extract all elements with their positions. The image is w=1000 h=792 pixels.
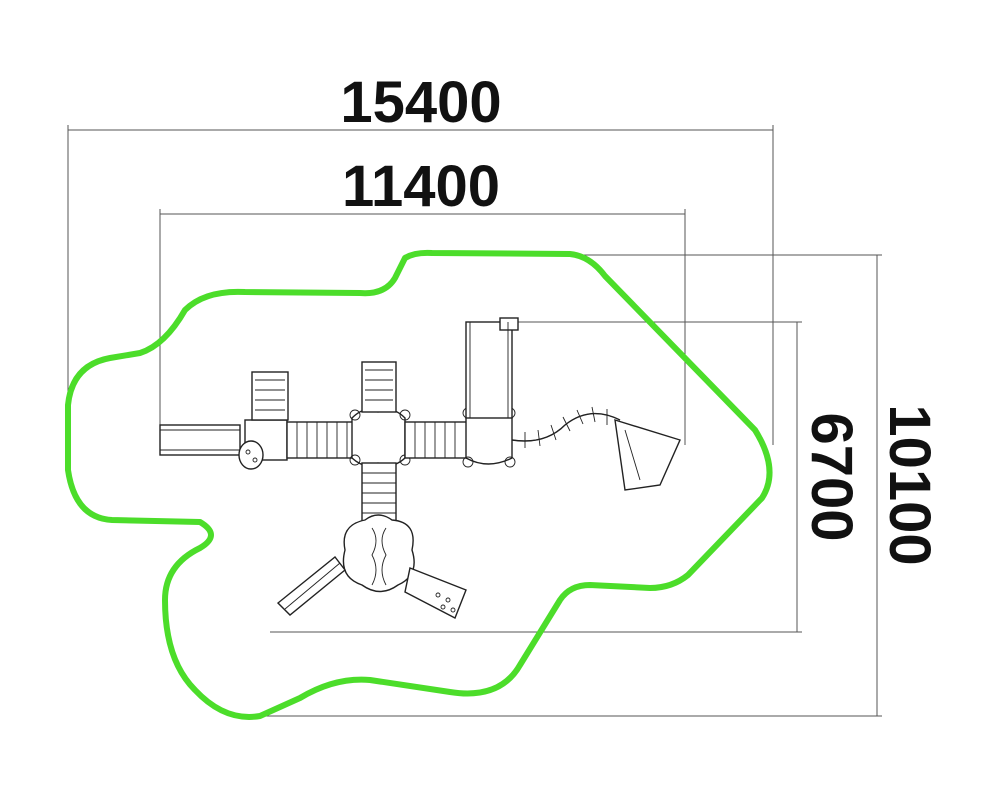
safety-zone-outline xyxy=(65,249,773,720)
center-tower xyxy=(351,408,406,467)
left-slide xyxy=(159,424,241,456)
overall-depth-label: 10100 xyxy=(877,404,942,565)
bottom-right-climber xyxy=(404,567,467,619)
slide-exit xyxy=(614,419,681,491)
left-ladder-rungs xyxy=(255,379,285,411)
bottom-ladder xyxy=(361,462,397,522)
dim-overall-depth: 10100 xyxy=(250,254,942,717)
bottom-platform xyxy=(342,514,415,593)
overall-width-label: 15400 xyxy=(340,70,501,135)
center-ladder-rungs xyxy=(365,369,393,401)
tube-slide-rings xyxy=(524,406,608,448)
roof-post-frame xyxy=(465,321,513,419)
bottom-ladder-rungs xyxy=(362,472,396,514)
right-bridge xyxy=(404,421,468,459)
tube-slide xyxy=(511,412,621,442)
dim-structure-depth: 6700 xyxy=(270,321,864,633)
dim-structure-width: 11400 xyxy=(159,154,686,445)
structure-depth-label: 6700 xyxy=(799,412,864,541)
roof-cap xyxy=(499,317,519,331)
playground-structure xyxy=(159,317,681,619)
left-ladder xyxy=(251,371,289,421)
structure-width-label: 11400 xyxy=(342,154,500,219)
left-bridge-slats xyxy=(296,422,348,458)
dim-overall-width: 15400 xyxy=(67,70,774,445)
right-tower xyxy=(465,410,513,465)
left-round-deck xyxy=(238,440,264,470)
center-ladder xyxy=(361,361,397,413)
right-bridge-slats xyxy=(414,422,456,458)
